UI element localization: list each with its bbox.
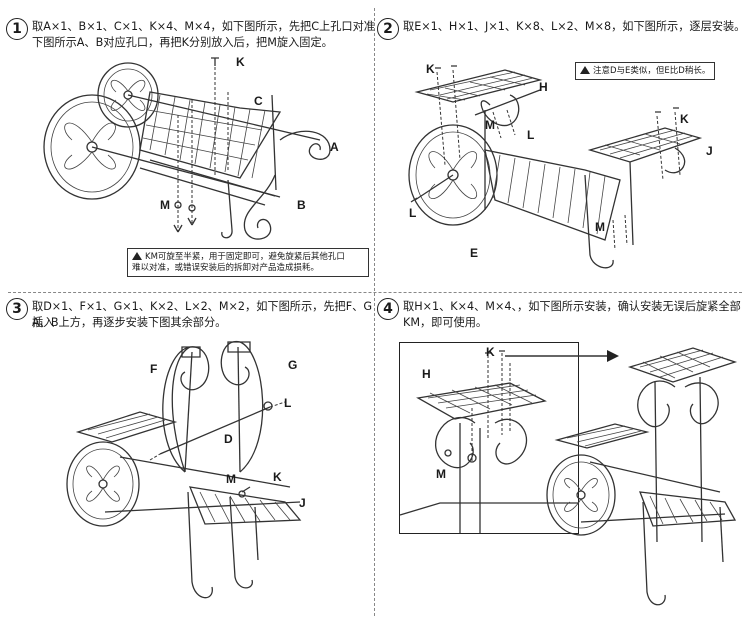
- caution-text: 注意D与E类似，但E比D稍长。: [593, 66, 711, 76]
- label-l-bottom: L: [409, 206, 417, 220]
- horizontal-divider: [8, 292, 742, 293]
- label-l-top: L: [527, 128, 535, 142]
- detail-inset: K H M: [399, 342, 579, 534]
- label-k: K: [273, 470, 282, 484]
- step-number: 2: [377, 18, 399, 40]
- step-3-panel: 3 取D×1、F×1、G×1、K×2、L×2、M×2，如下图所示，先把F、G插入…: [0, 292, 375, 624]
- label-l: L: [284, 396, 292, 410]
- warning-icon: [132, 252, 142, 260]
- step-instruction-line-2: KM，即可使用。: [403, 316, 488, 329]
- label-b: B: [297, 198, 306, 212]
- step-4-panel: 4 取H×1、K×4、M×4、，如下图所示安装，确认安装无误后旋紧全部 KM，即…: [375, 292, 750, 624]
- completed-cart-drawing: [505, 347, 738, 606]
- label-m: M: [436, 467, 446, 481]
- label-a: A: [330, 140, 339, 154]
- label-f: F: [150, 362, 158, 376]
- step-instruction-line-2: A、B上方，再逐步安装下图其余部分。: [32, 316, 227, 329]
- warning-note: KM可旋至半紧，用于固定即可，避免旋紧后其他孔口 难以对准，或错误安装后的拆卸对…: [127, 248, 369, 277]
- step-instruction-line-1: 取D×1、F×1、G×1、K×2、L×2、M×2，如下图所示，先把F、G插入: [32, 300, 372, 329]
- step-number: 1: [6, 18, 28, 40]
- label-h: H: [539, 80, 548, 94]
- label-m: M: [226, 472, 236, 486]
- step-instruction-line-1: 取E×1、H×1、J×1、K×8、L×2、M×8，如下图所示，逐层安装。: [403, 20, 746, 33]
- step-1-panel: 1 取A×1、B×1、C×1、K×4、M×4，如下图所示，先把C上孔口对准 下图…: [0, 0, 375, 292]
- label-k: K: [236, 55, 245, 69]
- label-j: J: [706, 144, 713, 158]
- step-2-panel: 2 取E×1、H×1、J×1、K×8、L×2、M×8，如下图所示，逐层安装。 注…: [375, 0, 750, 292]
- label-m: M: [160, 198, 170, 212]
- label-g: G: [288, 358, 298, 372]
- label-k: K: [486, 345, 495, 359]
- cart-base-drawing: [43, 57, 331, 240]
- step-instruction-line-1: 取H×1、K×4、M×4、，如下图所示安装，确认安装无误后旋紧全部: [403, 300, 741, 313]
- warning-text-line-2: 难以对准，或错误安装后的拆卸对产品造成损耗。: [132, 263, 320, 273]
- warning-text-line-1: KM可旋至半紧，用于固定即可，避免旋紧后其他孔口: [145, 252, 345, 262]
- label-m-bottom: M: [595, 220, 605, 234]
- vertical-divider: [374, 8, 375, 616]
- label-k-top: K: [426, 62, 435, 76]
- label-c: C: [254, 94, 263, 108]
- label-e: E: [470, 246, 479, 260]
- step-number: 3: [6, 298, 28, 320]
- label-d: D: [224, 432, 233, 446]
- caution-note: 注意D与E类似，但E比D稍长。: [575, 62, 716, 80]
- step-instruction-line-1: 取A×1、B×1、C×1、K×4、M×4，如下图所示，先把C上孔口对准: [32, 20, 375, 33]
- label-m-top: M: [485, 118, 495, 132]
- top-shelf-detail-drawing: [399, 350, 578, 533]
- cart-frame-drawing: [66, 341, 302, 599]
- label-k-right: K: [680, 112, 689, 126]
- label-h: H: [422, 367, 431, 381]
- label-j: J: [299, 496, 306, 510]
- step-number: 4: [377, 298, 399, 320]
- cart-assembly-drawing: [408, 65, 703, 269]
- step-instruction-line-2: 下图所示A、B对应孔口，再把K分别放入后，把M旋入固定。: [32, 36, 333, 49]
- warning-icon: [580, 66, 590, 74]
